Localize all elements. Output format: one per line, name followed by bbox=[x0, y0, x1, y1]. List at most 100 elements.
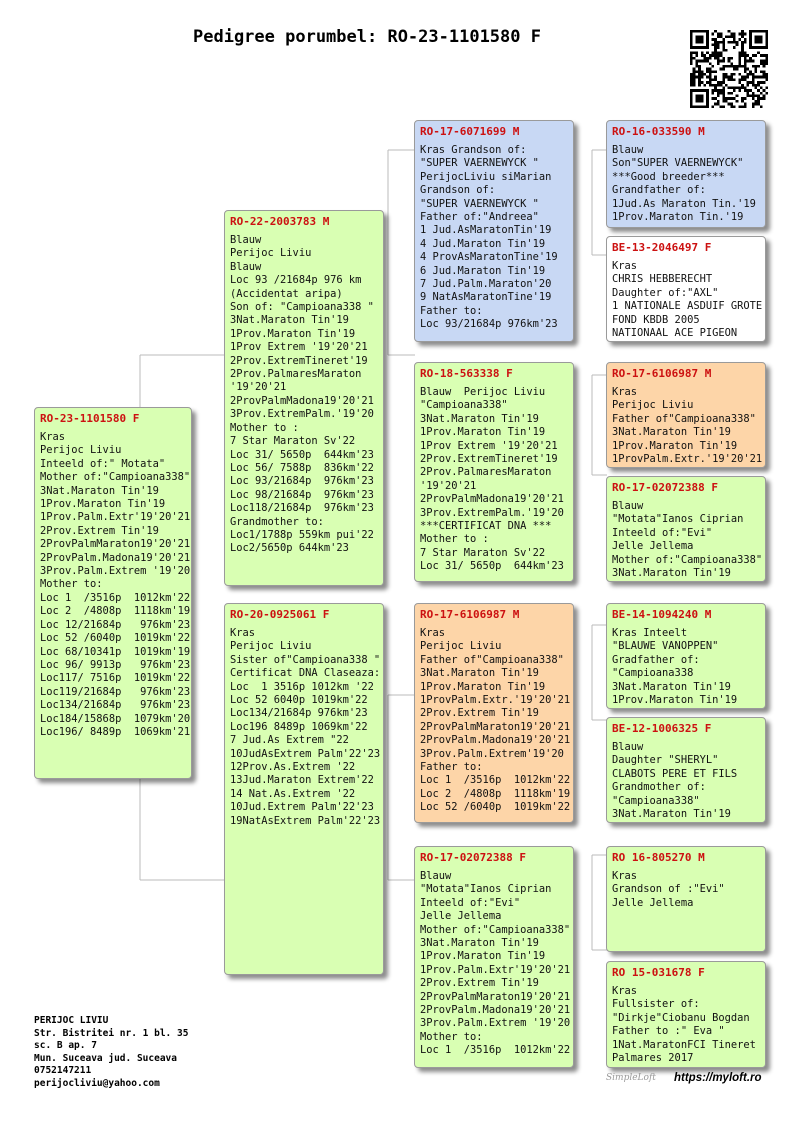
card-line: 1Prov.Maraton Tin'19 bbox=[420, 680, 546, 693]
ring-number: RO-17-02072388 F bbox=[612, 481, 718, 494]
card-line: 1Prov.Maraton Tin'19 bbox=[230, 327, 356, 340]
card-line: Son of: "Campioana338 " bbox=[230, 301, 374, 314]
card-line: "SUPER VAERNEWYCK " bbox=[420, 197, 539, 210]
card-line: Loc 12/21684p 976km'23 bbox=[40, 618, 191, 631]
card-line: Blauw Perijoc Liviu bbox=[420, 386, 546, 398]
card-line: Palmares 2017 bbox=[612, 1052, 694, 1065]
card-line: Daughter "SHERYL" bbox=[612, 754, 719, 767]
card-line: 1ProvPalm.Extr.'19'20'21 bbox=[612, 453, 763, 466]
card-line: Loc 52 /6040p 1019km'22 bbox=[420, 801, 571, 814]
card-line: Grandson of: bbox=[420, 184, 496, 197]
card-line: 19NatAsExtrem Palm'22'23 bbox=[230, 814, 381, 827]
card-line: 4 ProvAsMaratonTine'19 bbox=[420, 251, 558, 264]
website-link[interactable]: https://myloft.ro bbox=[674, 1072, 762, 1084]
card-line: 2ProvPalm.Madona19'20'21 bbox=[420, 734, 571, 747]
card-line: Jelle Jellema bbox=[420, 910, 502, 923]
card-line: 2ProvPalmMaraton19'20'21 bbox=[420, 990, 571, 1003]
card-line: 2Prov.Extrem Tin'19 bbox=[40, 524, 159, 537]
card-line: Mother to: bbox=[40, 578, 103, 591]
card-line: Father of"Campioana338" bbox=[420, 653, 564, 666]
card-line: CHRIS HEBBERECHT bbox=[612, 273, 713, 286]
card-line: Inteeld of:"Evi" bbox=[612, 526, 713, 539]
card-line: 1Prov.Maraton Tin'19 bbox=[612, 694, 738, 707]
card-line: Loc2/5650p 644km'23 bbox=[230, 542, 349, 555]
card-line: 6 Jud.Maraton Tin'19 bbox=[420, 264, 546, 277]
card-line: 3Nat.Maraton Tin'19 bbox=[420, 667, 539, 680]
card-line: Loc 93 /21684p 976 km bbox=[230, 274, 362, 287]
card-line: Son"SUPER VAERNEWYCK" bbox=[612, 157, 744, 170]
card-line: Loc196/ 8489p 1069km'21 bbox=[40, 725, 191, 738]
card-line: Grandmother of: bbox=[612, 781, 706, 794]
card-line: Mother of:"Campioana338" bbox=[420, 923, 571, 936]
card-line: Sister of"Campioana338 " bbox=[230, 653, 381, 666]
signature-logo: SimpleLoft bbox=[606, 1073, 656, 1083]
card-line: Loc 1 /3516p 1012km'22 bbox=[40, 591, 191, 604]
card-line: Loc 2 /4808p 1118km'19 bbox=[420, 787, 571, 800]
card-line: 2ProvPalmMaraton19'20'21 bbox=[420, 720, 571, 733]
card-line: ***Good breeder*** bbox=[612, 170, 725, 183]
card-line: Father of:"Andreea" bbox=[420, 211, 539, 224]
card-line: Grandfather of: bbox=[612, 184, 706, 197]
card-line: CLABOTS PERE ET FILS bbox=[612, 767, 738, 780]
card-line: Kras Inteelt bbox=[612, 627, 688, 639]
card-line: Perijoc Liviu bbox=[230, 640, 312, 653]
card-line: 1ProvPalm.Extr.'19'20'21 bbox=[420, 694, 571, 707]
ring-number: RO-17-02072388 F bbox=[420, 851, 526, 864]
breeder-apartment: sc. B ap. 7 bbox=[34, 1040, 97, 1052]
card-line: Loc 93/21684p 976km'23 bbox=[420, 318, 558, 331]
ring-number: RO-16-033590 M bbox=[612, 125, 705, 138]
card-line: Perijoc Liviu bbox=[420, 640, 502, 653]
card-line: 1Prov.Maraton Tin.'19 bbox=[612, 211, 744, 224]
card-line: Kras bbox=[612, 260, 638, 272]
card-line: Blauw bbox=[230, 234, 262, 246]
card-line: NATIONAAL ACE PIGEON bbox=[612, 327, 738, 340]
card-sd-dam[interactable]: RO-17-02072388 F Blauw"Motata"Ianos Cipri… bbox=[606, 476, 766, 582]
card-line: Kras bbox=[612, 870, 638, 882]
card-line: Grandmother to: bbox=[230, 515, 324, 528]
card-line: "Campioana338" bbox=[612, 794, 700, 807]
card-line: "Motata"Ianos Ciprian bbox=[612, 513, 744, 526]
card-line: Loc 1 /3516p 1012km'22 bbox=[420, 1044, 571, 1057]
card-line: Loc119/21684p 976km'23 bbox=[40, 685, 191, 698]
card-line: 1Jud.As Maraton Tin.'19 bbox=[612, 197, 756, 210]
card-line: 2ProvPalm.Madona19'20'21 bbox=[40, 551, 191, 564]
card-line: 1Prov.Maraton Tin'19 bbox=[420, 950, 546, 963]
card-line: Loc1/1788p 559km pui'22 bbox=[230, 528, 374, 541]
card-line: "BLAUWE VANOPPEN" bbox=[612, 640, 719, 653]
card-line: Loc 93/21684p 976km'23 bbox=[230, 475, 374, 488]
card-line: 1Prov.Maraton Tin'19 bbox=[612, 439, 738, 452]
card-line: 2Prov.ExtremTineret'19 bbox=[230, 354, 368, 367]
breeder-email[interactable]: perijocliviu@yahoo.com bbox=[34, 1077, 160, 1089]
card-line: 3Prov.Palm.Extrem '19'20 bbox=[40, 565, 191, 578]
card-line: 1Nat.MaratonFCI Tineret bbox=[612, 1038, 756, 1051]
card-line: 3Nat.Maraton Tin'19 bbox=[612, 426, 731, 439]
card-line: 3Nat.Maraton Tin'19 bbox=[40, 484, 159, 497]
ring-number: RO 16-805270 M bbox=[612, 851, 705, 864]
card-line: (Accidentat aripa) bbox=[230, 287, 343, 300]
card-line: Loc 31/ 5650p 644km'23 bbox=[420, 560, 564, 573]
card-line: Kras bbox=[612, 386, 638, 398]
card-line: 7 Star Maraton Sv'22 bbox=[230, 435, 356, 448]
card-line: 1Prov.Palm.Extr'19'20'21 bbox=[420, 963, 571, 976]
card-line: 2ProvPalm.Madona19'20'21 bbox=[420, 1004, 571, 1017]
card-line: 7 Jud.As Extrem "22 bbox=[230, 734, 349, 747]
card-line: Blauw bbox=[612, 500, 644, 512]
card-line: Certificat DNA Claseaza: bbox=[230, 667, 381, 680]
card-line: Mother to: bbox=[420, 1030, 483, 1043]
card-line: Loc 68/10341p 1019km'19 bbox=[40, 645, 191, 658]
card-line: Grandson of :"Evi" bbox=[612, 883, 725, 896]
